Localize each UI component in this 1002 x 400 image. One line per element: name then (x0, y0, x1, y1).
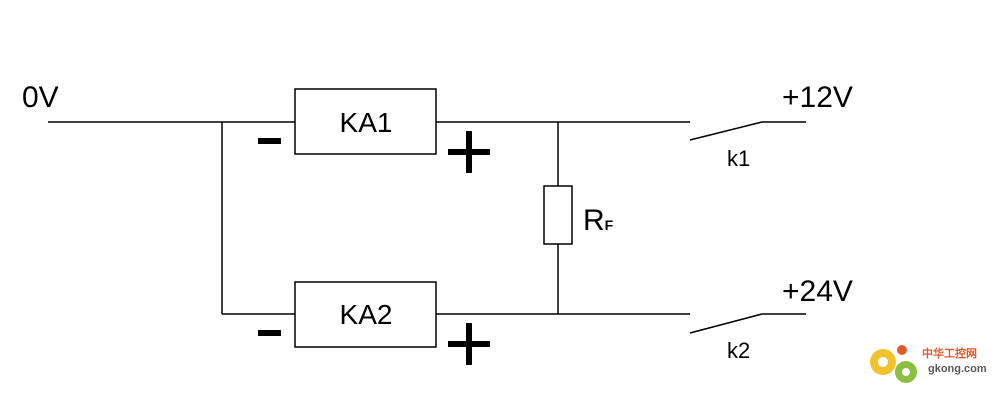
ka2-plus-sign (448, 323, 490, 365)
polarity-symbols (258, 131, 490, 365)
watermark-cn-text: 中华工控网 (922, 346, 977, 360)
relay-ka2: KA2 (294, 281, 437, 348)
wires (48, 121, 690, 315)
switch-k2 (689, 313, 806, 334)
resistor-rf-label: RF (583, 204, 614, 237)
switch-k1 (689, 121, 806, 141)
ka1-plus-sign (448, 131, 490, 173)
label-0v: 0V (22, 81, 59, 114)
watermark-gear-icon (870, 345, 917, 383)
relay-ka2-label: KA2 (340, 299, 393, 330)
label-plus-12v: +12V (782, 81, 853, 114)
watermark-en-text: gkong.com (928, 363, 987, 375)
resistor-rf-body (543, 185, 573, 245)
resistor-rf: RF (543, 185, 614, 245)
relay-ka1-label: KA1 (340, 107, 393, 138)
relay-ka1-box (294, 88, 437, 155)
label-k2: k2 (727, 338, 750, 363)
relay-ka1: KA1 (294, 88, 437, 155)
switch-k1-blade (689, 121, 763, 141)
resistor-rf-label-main: R (583, 204, 605, 237)
relay-ka2-box (294, 281, 437, 348)
watermark: 中华工控网 gkong.com (870, 345, 987, 383)
label-plus-24v: +24V (782, 275, 853, 308)
resistor-rf-label-sub: F (605, 217, 614, 233)
label-k1: k1 (727, 146, 750, 171)
switch-k2-blade (689, 313, 763, 334)
